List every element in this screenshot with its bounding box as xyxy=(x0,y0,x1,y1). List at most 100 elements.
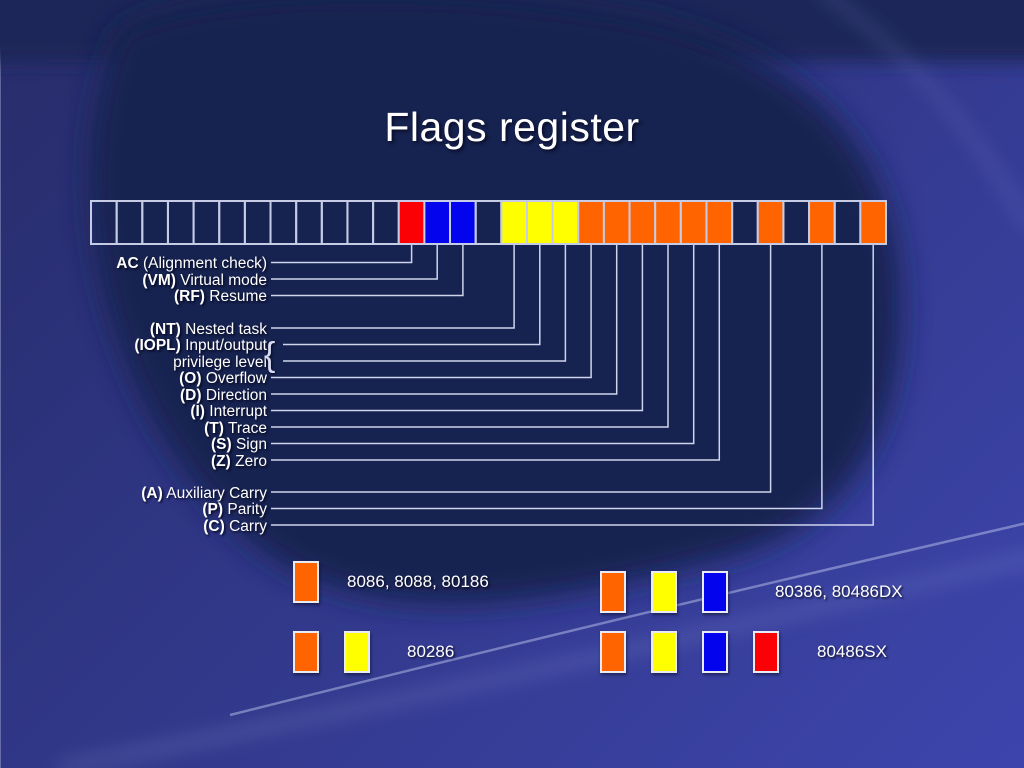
register-cell-10 xyxy=(346,200,375,245)
register-cell-28 xyxy=(808,200,836,245)
flag-name-iopl: Input/output xyxy=(180,337,267,354)
flag-name-s: Sign xyxy=(231,436,267,453)
register-cell-9 xyxy=(320,200,349,245)
register-cell-5 xyxy=(218,200,246,245)
flag-abbrev-c: (C) xyxy=(203,517,225,535)
iopl-brace: { xyxy=(264,336,276,374)
leader-line xyxy=(283,245,541,346)
register-cell-2 xyxy=(141,200,169,245)
flag-abbrev-i: (I) xyxy=(190,403,205,420)
leader-line xyxy=(271,245,874,526)
legend-swatch-orange xyxy=(600,571,626,613)
register-cell-1 xyxy=(115,200,144,245)
register-cell-23 xyxy=(679,200,708,245)
register-cell-25 xyxy=(731,200,759,245)
legend-swatch-blue xyxy=(702,571,728,613)
legend-swatch-blue xyxy=(702,631,728,673)
leader-line xyxy=(271,245,515,329)
legend-label-left-1: 80286 xyxy=(407,642,455,661)
register-cell-6 xyxy=(243,200,272,245)
leader-line xyxy=(283,245,567,362)
flag-abbrev-rf: (RF) xyxy=(173,288,205,305)
register-cell-8 xyxy=(295,200,323,245)
leader-line xyxy=(271,245,438,280)
flag-name-c: Carry xyxy=(224,517,267,535)
flag-name-d: Direction xyxy=(201,386,267,404)
flag-name-nt: Nested task xyxy=(180,320,267,338)
legend-label-right-1: 80486SX xyxy=(817,642,887,661)
register-cell-30 xyxy=(859,200,887,245)
flag-name-vm: Virtual mode xyxy=(175,271,267,289)
register-cell-27 xyxy=(782,200,811,245)
register-cell-22 xyxy=(654,200,682,245)
leader-line xyxy=(271,245,721,461)
flag-name-o: Overflow xyxy=(201,370,267,387)
flag-label-ac: AC (Alignment check) xyxy=(116,253,267,275)
flag-abbrev-nt: (NT) xyxy=(149,320,181,338)
register-cell-16 xyxy=(500,200,528,245)
register-cell-26 xyxy=(756,200,785,245)
flag-label-rf: (RF) Resume xyxy=(174,286,267,308)
leader-line xyxy=(271,245,644,412)
background-glow-band xyxy=(58,551,1024,768)
flag-label-i: (I) Interrupt xyxy=(190,401,267,423)
leader-line xyxy=(271,245,592,379)
register-cell-14 xyxy=(449,200,477,245)
legend-swatch-orange xyxy=(600,631,626,673)
register-cell-0 xyxy=(90,200,118,245)
leader-line xyxy=(271,245,464,297)
leader-line xyxy=(271,245,823,510)
background-arc-line xyxy=(229,522,1024,717)
register-cell-4 xyxy=(192,200,221,245)
register-cell-13 xyxy=(423,200,452,245)
flag-abbrev-d: (D) xyxy=(180,386,202,404)
legend-swatch-red xyxy=(753,631,779,673)
leader-line xyxy=(271,245,772,493)
legend-swatch-yellow xyxy=(651,631,677,673)
background-dark-swoosh xyxy=(89,0,901,604)
flag-abbrev-vm: (VM) xyxy=(142,271,176,289)
legend-swatch-yellow xyxy=(344,631,370,673)
flag-abbrev-o: (O) xyxy=(179,370,202,387)
leader-line xyxy=(271,245,618,395)
legend-label-right-0: 80386, 80486DX xyxy=(775,582,903,601)
flag-name-ac: (Alignment check) xyxy=(138,255,267,272)
legend-label-left-0: 8086, 8088, 80186 xyxy=(347,572,489,591)
flag-label-c: (C) Carry xyxy=(203,516,267,538)
background-corner-streak xyxy=(825,0,1024,230)
register-cell-7 xyxy=(269,200,298,245)
slide-title: Flags register xyxy=(384,104,640,150)
flag-label-z: (Z) Zero xyxy=(211,451,267,473)
register-cell-29 xyxy=(833,200,862,245)
flag-label-iopl-line2: privilege level xyxy=(173,353,267,371)
legend-swatch-orange xyxy=(293,561,319,603)
flag-label-iopl: (IOPL) Input/output xyxy=(134,335,267,357)
leader-line xyxy=(271,245,695,445)
flag-label-t: (T) Trace xyxy=(204,418,267,440)
flag-abbrev-z: (Z) xyxy=(211,452,231,470)
flag-abbrev-t: (T) xyxy=(204,419,224,437)
register-cell-17 xyxy=(525,200,554,245)
flag-name-t: Trace xyxy=(223,419,267,437)
register-cell-3 xyxy=(166,200,195,245)
flag-label-s: (S) Sign xyxy=(211,434,267,456)
flag-label-vm: (VM) Virtual mode xyxy=(142,270,267,292)
flag-name-p: Parity xyxy=(223,501,267,518)
register-cell-12 xyxy=(397,200,426,245)
flag-abbrev-s: (S) xyxy=(210,436,232,453)
flag-name-z: Zero xyxy=(230,452,267,470)
flag-name-a: Auxiliary Carry xyxy=(162,484,267,502)
legend-swatch-yellow xyxy=(651,571,677,613)
flag-label-p: (P) Parity xyxy=(202,499,267,521)
flag-abbrev-iopl: (IOPL) xyxy=(134,337,181,354)
leader-line xyxy=(271,245,669,428)
flag-abbrev-ac: AC xyxy=(116,255,139,272)
legend-swatch-orange xyxy=(293,631,319,673)
flag-label-o: (O) Overflow xyxy=(179,368,267,390)
register-cell-21 xyxy=(628,200,657,245)
register-cell-18 xyxy=(551,200,580,245)
register-cell-15 xyxy=(474,200,503,245)
